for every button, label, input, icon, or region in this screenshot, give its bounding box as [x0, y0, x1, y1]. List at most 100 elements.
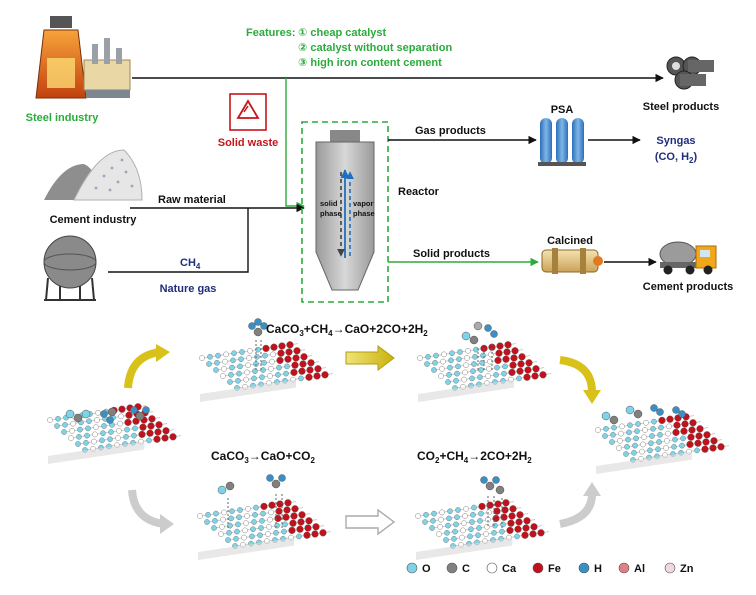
lattice-atom: [624, 443, 630, 450]
lattice-atom: [273, 530, 279, 536]
reactor-frame: [301, 121, 389, 303]
lattice-atom: [199, 355, 205, 361]
lattice-atom: [448, 357, 454, 364]
lattice-atom: [640, 441, 646, 448]
slab-top-left: [199, 341, 334, 402]
slab-base: [418, 379, 514, 402]
lattice-atom: [47, 417, 53, 423]
lattice-atom: [415, 513, 421, 519]
lattice-atom: [465, 347, 471, 354]
lattice-atom: [617, 437, 623, 444]
lattice-atom: [155, 421, 163, 429]
lattice-atom: [253, 504, 259, 511]
lattice-atom: [488, 351, 494, 358]
lattice-atom: [251, 375, 257, 382]
lattice-atom: [650, 425, 656, 432]
solid-phase-label-2: phase: [320, 209, 342, 218]
molecule-atom: [480, 476, 488, 484]
lattice-atom: [139, 423, 147, 431]
lattice-atom: [258, 525, 264, 531]
lattice-atom: [262, 352, 268, 359]
lattice-atom: [244, 513, 250, 519]
legend-label-ca: Ca: [502, 563, 517, 575]
molecule-atom: [73, 413, 83, 423]
lattice-atom: [219, 524, 225, 530]
lattice-atom: [424, 361, 430, 367]
lattice-atom: [154, 428, 162, 436]
lattice-atom: [197, 513, 203, 519]
lattice-atom: [274, 514, 282, 523]
legend-swatch-h: [578, 562, 590, 574]
lattice-atom: [470, 512, 476, 518]
molecule-atom: [633, 409, 643, 419]
lattice-atom: [510, 354, 518, 362]
curved-arrow-top-right-head: [583, 390, 601, 404]
steel-industry-icon: [35, 16, 131, 99]
lattice-atom: [299, 360, 307, 368]
lattice-atom: [451, 536, 457, 542]
lattice-atom: [146, 429, 154, 437]
lattice-atom: [494, 356, 502, 365]
lattice-atom: [639, 448, 645, 455]
legend-swatch-al: [618, 562, 630, 574]
cement-industry-label: Cement industry: [50, 214, 138, 226]
slab-base: [416, 537, 512, 560]
legend-swatch-c: [446, 562, 458, 574]
curved-arrow-top-left: [124, 348, 161, 389]
lattice-atom: [265, 531, 271, 537]
feature-3: ③ high iron content cement: [298, 57, 442, 69]
curved-arrow-bottom-right: [559, 493, 596, 528]
lattice-atom: [305, 517, 313, 525]
lattice-atom: [658, 424, 664, 431]
lattice-atom: [602, 433, 608, 439]
lattice-atom: [632, 442, 638, 449]
syngas-label: Syngas: [656, 135, 695, 147]
lattice-atom: [459, 534, 465, 541]
lattice-atom: [162, 427, 170, 435]
lattice-atom: [471, 361, 477, 367]
lattice-atom: [297, 518, 305, 526]
molecule-atom: [106, 416, 114, 424]
lattice-atom: [500, 521, 506, 528]
lattice-atom: [296, 533, 302, 540]
lattice-atom: [124, 426, 130, 433]
lattice-atom: [516, 511, 524, 519]
lattice-atom: [666, 415, 674, 423]
lattice-atom: [276, 364, 282, 371]
lattice-atom: [423, 512, 429, 518]
lattice-atom: [161, 434, 169, 442]
lattice-atom: [138, 430, 146, 439]
straight-arrow-top: [345, 345, 395, 371]
lattice-atom: [453, 521, 459, 528]
lattice-atom: [218, 531, 224, 537]
lattice-atom: [124, 418, 132, 427]
lattice-atom: [523, 517, 531, 525]
molecule-atom: [217, 485, 227, 495]
lattice-atom: [92, 431, 98, 438]
lattice-atom: [532, 365, 540, 373]
lattice-atom: [671, 443, 677, 450]
lattice-atom: [108, 429, 114, 435]
lattice-atom: [686, 440, 694, 449]
lattice-atom: [658, 416, 666, 425]
lattice-atom: [438, 373, 444, 379]
lattice-atom: [626, 429, 632, 436]
lattice-atom: [430, 518, 436, 524]
lattice-atom: [648, 440, 654, 447]
lattice-atom: [462, 369, 468, 376]
lattice-atom: [319, 529, 327, 537]
lattice-atom: [225, 537, 231, 543]
legend-label-fe: Fe: [548, 563, 561, 575]
lattice-atom: [241, 534, 247, 541]
molecule-atom: [650, 404, 658, 412]
lattice-atom: [446, 515, 452, 522]
lattice-atom: [702, 438, 710, 446]
lattice-atom: [220, 516, 226, 523]
lattice-atom: [68, 435, 74, 441]
lattice-atom: [237, 363, 243, 370]
features-title: Features:: [246, 27, 296, 39]
lattice-atom: [487, 358, 493, 365]
lattice-atom: [696, 425, 704, 433]
legend-label-al: Al: [634, 563, 645, 575]
